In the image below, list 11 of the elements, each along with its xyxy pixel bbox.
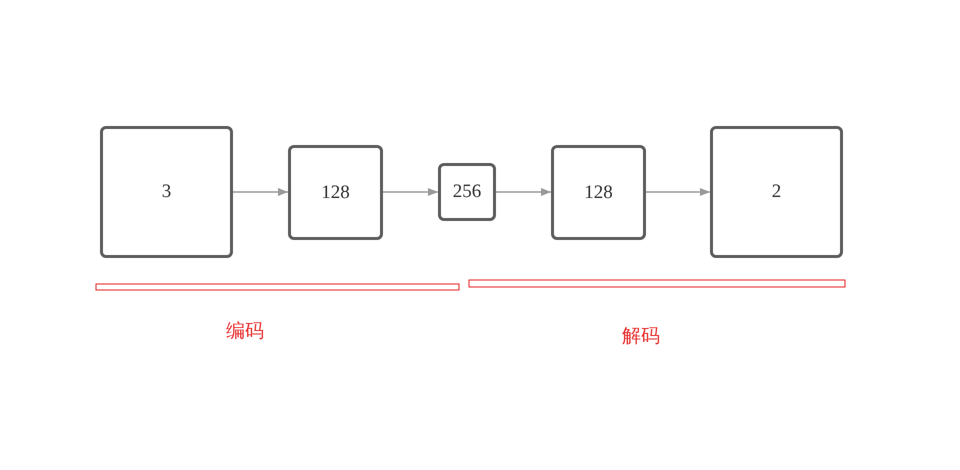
arrow — [383, 188, 438, 196]
layer-box: 3 — [100, 126, 233, 258]
arrow — [233, 188, 288, 196]
layer-box: 256 — [438, 163, 496, 221]
section-label: 解码 — [622, 324, 660, 349]
arrow — [646, 188, 710, 196]
layer-box: 128 — [288, 145, 383, 240]
layer-box: 128 — [551, 145, 646, 240]
section-label: 编码 — [226, 319, 264, 344]
layer-box: 2 — [710, 126, 843, 258]
arrow — [496, 188, 551, 196]
